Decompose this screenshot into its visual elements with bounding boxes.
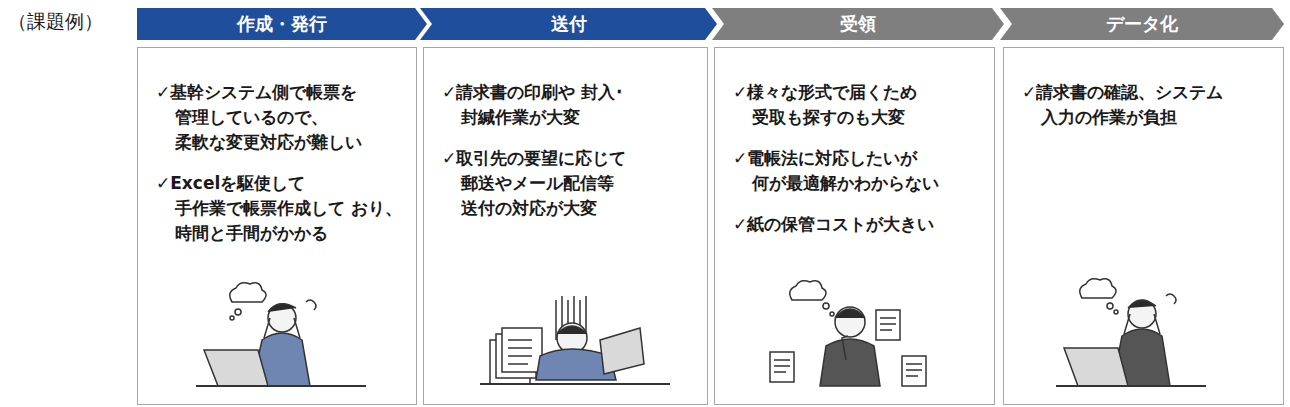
issue-text: ✓請求書の印刷や 封入･封緘作業が大変 [442, 80, 719, 130]
step-title: 受領 [840, 12, 876, 36]
issue-text: ✓紙の保管コストが大きい [733, 212, 1006, 237]
issue-text: ✓請求書の確認、システム 入力の作業が負担 [1022, 80, 1290, 130]
step-chevron: 作成・発行 [137, 8, 427, 40]
worried-person-laptop [196, 283, 366, 386]
issue-box: ✓基幹システム側で帳票を 管理しているので、 柔軟な変更対応が難しい✓Excel… [137, 47, 417, 405]
issue-text: ✓基幹システム側で帳票を 管理しているので、 柔軟な変更対応が難しい [156, 80, 428, 155]
note-label: （課題例） [8, 9, 103, 35]
step-chevron: 送付 [420, 8, 717, 40]
issue-box: ✓様々な形式で届くため 受取も探すのも大変✓電帳法に対応したいが 何が最適解かわ… [714, 47, 995, 405]
chevron-fill [420, 8, 717, 40]
chevron-fill [712, 8, 1004, 40]
issue-text: ✓取引先の要望に応じて 郵送やメール配信等 送付の対応が大変 [442, 146, 719, 221]
step-title: 送付 [551, 12, 587, 36]
step-chevron: データ化 [1000, 8, 1284, 40]
step-title: 作成・発行 [237, 12, 327, 36]
thinking-person-documents [770, 281, 926, 386]
chevron-fill [1000, 8, 1284, 40]
step-title: データ化 [1106, 12, 1178, 36]
issue-text: ✓電帳法に対応したいが 何が最適解かわからない [733, 146, 1006, 196]
chevron-fill [137, 8, 427, 40]
issue-box: ✓請求書の印刷や 封入･封緘作業が大変✓取引先の要望に応じて 郵送やメール配信等… [423, 47, 708, 405]
worried-person-laptop [1056, 279, 1206, 386]
issue-text: ✓Excelを駆使して 手作業で帳票作成して おり、時間と手間がかかる [156, 171, 428, 246]
step-chevron: 受領 [712, 8, 1004, 40]
tired-person-papers [480, 296, 670, 384]
issue-box: ✓請求書の確認、システム 入力の作業が負担 [1003, 47, 1284, 405]
issue-text: ✓様々な形式で届くため 受取も探すのも大変 [733, 80, 1006, 130]
